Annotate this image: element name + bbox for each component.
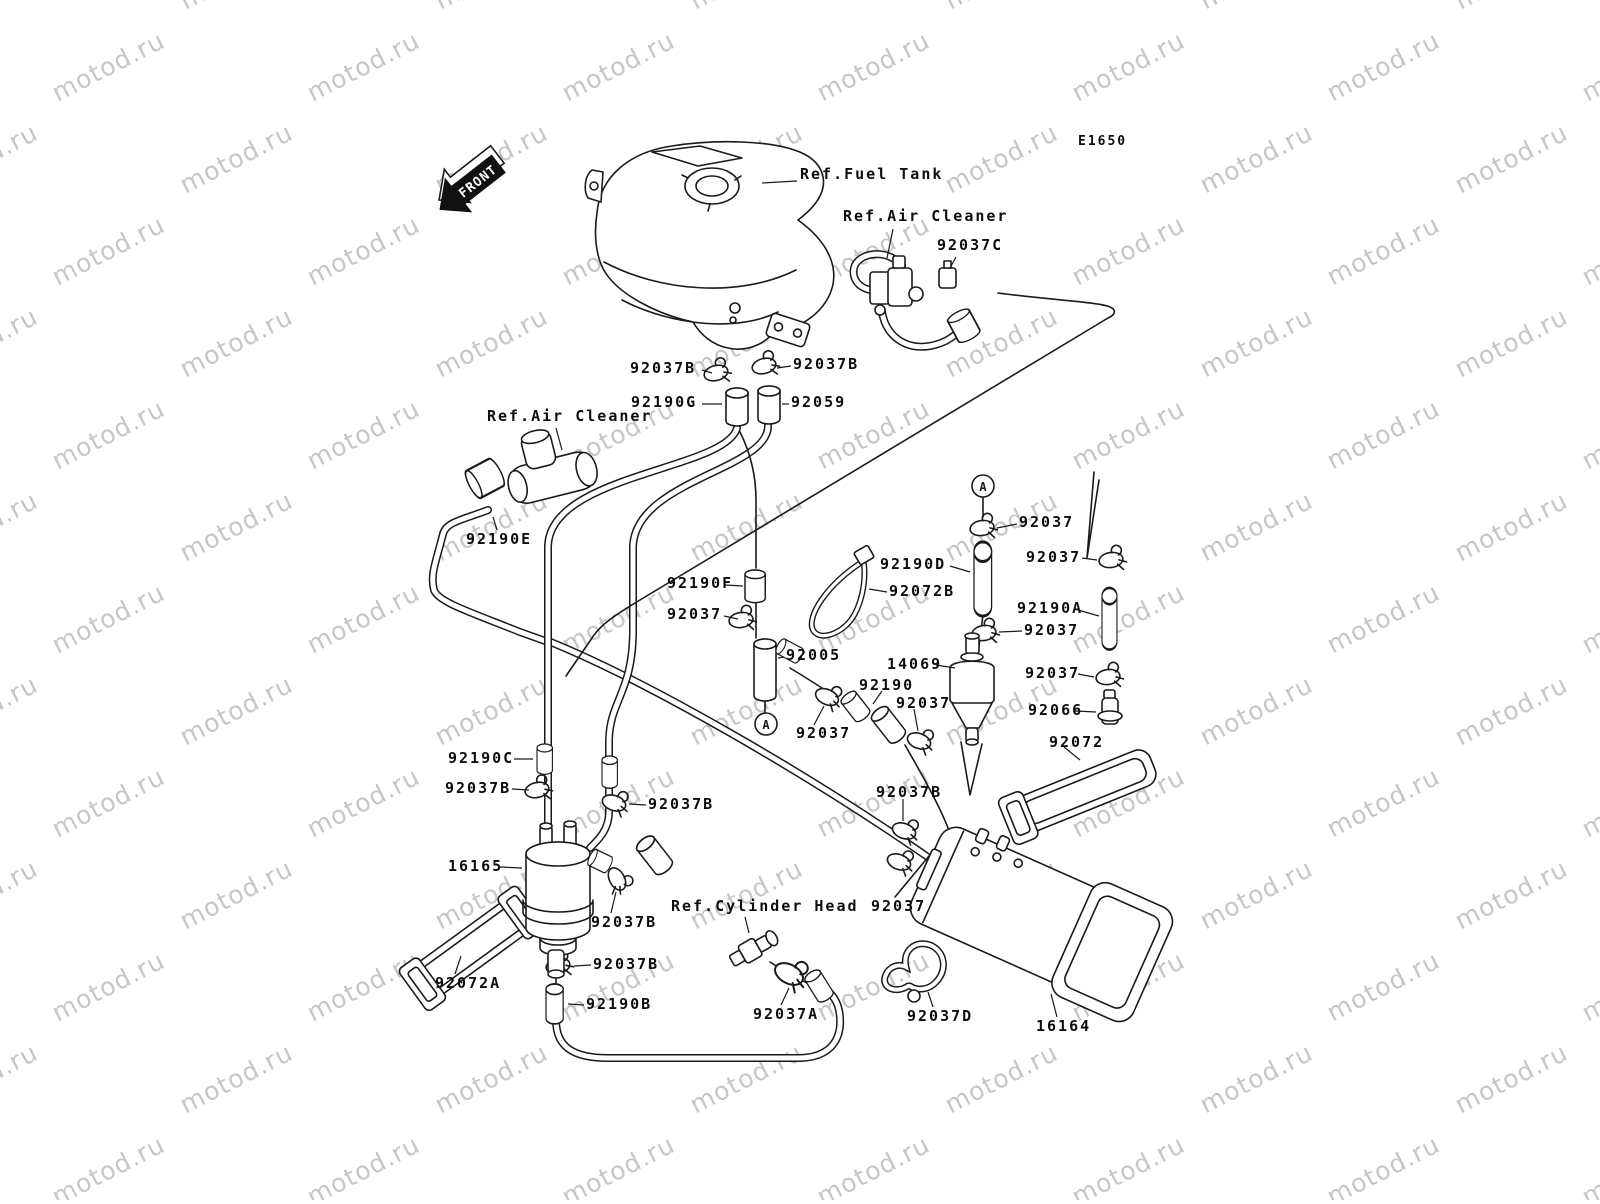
part-92066-drawing (1097, 689, 1123, 725)
svg-text:A: A (762, 718, 770, 732)
part-label-92037b-4: 92037B (648, 795, 715, 813)
part-label-92037b-3: 92037B (445, 779, 512, 797)
hose-main-band (544, 637, 942, 868)
hose-92190g-down (544, 424, 741, 846)
part-16164-drawing (909, 826, 1174, 1023)
part-label-92059: 92059 (791, 393, 847, 411)
svg-text:A: A (979, 480, 987, 494)
part-label-92190d: 92190D (880, 555, 947, 573)
part-label-16165: 16165 (448, 857, 504, 875)
part-92072a-drawing (398, 885, 545, 1012)
part-92072-drawing (997, 749, 1157, 846)
part-label-92037-6: 92037 (796, 724, 852, 742)
part-label-92037b-6: 92037B (591, 913, 658, 931)
cylinder-head-fitting-drawing (728, 930, 779, 967)
part-label-92190g: 92190G (631, 393, 698, 411)
part-label-92037b-7: 92037B (593, 955, 660, 973)
connector-a-top: A (971, 474, 995, 498)
part-label-92190e: 92190E (466, 530, 533, 548)
part-label-14069: 14069 (887, 655, 943, 673)
part-label-92072: 92072 (1049, 733, 1105, 751)
hose-left-s-curve (428, 506, 552, 646)
purge-valve-assembly (869, 255, 983, 346)
part-label-92037-3: 92037 (1026, 548, 1082, 566)
part-label-16164: 16164 (1036, 1017, 1092, 1035)
part-92037d-drawing (881, 940, 947, 1003)
part-label-ref-air-cleaner-top: Ref.Air Cleaner (843, 207, 1009, 225)
leader-lines (454, 180, 1100, 1018)
part-label-92066: 92066 (1028, 701, 1084, 719)
part-label-92037b-2: 92037B (793, 355, 860, 373)
part-label-92037b-1: 92037B (630, 359, 697, 377)
part-label-92190a: 92190A (1017, 599, 1084, 617)
part-label-92072b: 92072B (889, 582, 956, 600)
part-label-ref-air-cleaner-left: Ref.Air Cleaner (487, 407, 653, 425)
part-label-92037-8: 92037 (871, 897, 927, 915)
hose-bottom (552, 986, 845, 1062)
part-92072b-drawing (808, 544, 875, 639)
part-16165-drawing (522, 820, 615, 979)
part-label-ref-cylinder-head: Ref.Cylinder Head (671, 897, 859, 915)
part-14069-drawing (949, 632, 995, 746)
part-label-92037-1: 92037 (667, 605, 723, 623)
part-label-92037a: 92037A (753, 1005, 820, 1023)
part-label-92072a: 92072A (435, 974, 502, 992)
connector-a-bottom: A (754, 712, 778, 736)
diagram-code: E1650 (1078, 134, 1128, 149)
part-label-92037-5: 92037 (896, 694, 952, 712)
air-cleaner-duct-drawing (507, 429, 598, 504)
part-label-92190: 92190 (859, 676, 915, 694)
part-label-ref-fuel-tank: Ref.Fuel Tank (800, 165, 944, 183)
part-label-92005: 92005 (786, 646, 842, 664)
part-label-92037c: 92037C (937, 236, 1004, 254)
part-label-92037-4: 92037 (1024, 621, 1080, 639)
part-label-92037-2: 92037 (1019, 513, 1075, 531)
part-label-92037-7: 92037 (1025, 664, 1081, 682)
part-label-92190c: 92190C (448, 749, 515, 767)
part-label-92037d: 92037D (907, 1007, 974, 1025)
hose-92059-down (586, 422, 772, 852)
part-label-92037b-5: 92037B (876, 783, 943, 801)
part-label-92190b: 92190B (586, 995, 653, 1013)
part-92005-drawing (753, 636, 806, 702)
fuel-tank-drawing (584, 140, 835, 350)
part-label-92190f: 92190F (667, 574, 734, 592)
